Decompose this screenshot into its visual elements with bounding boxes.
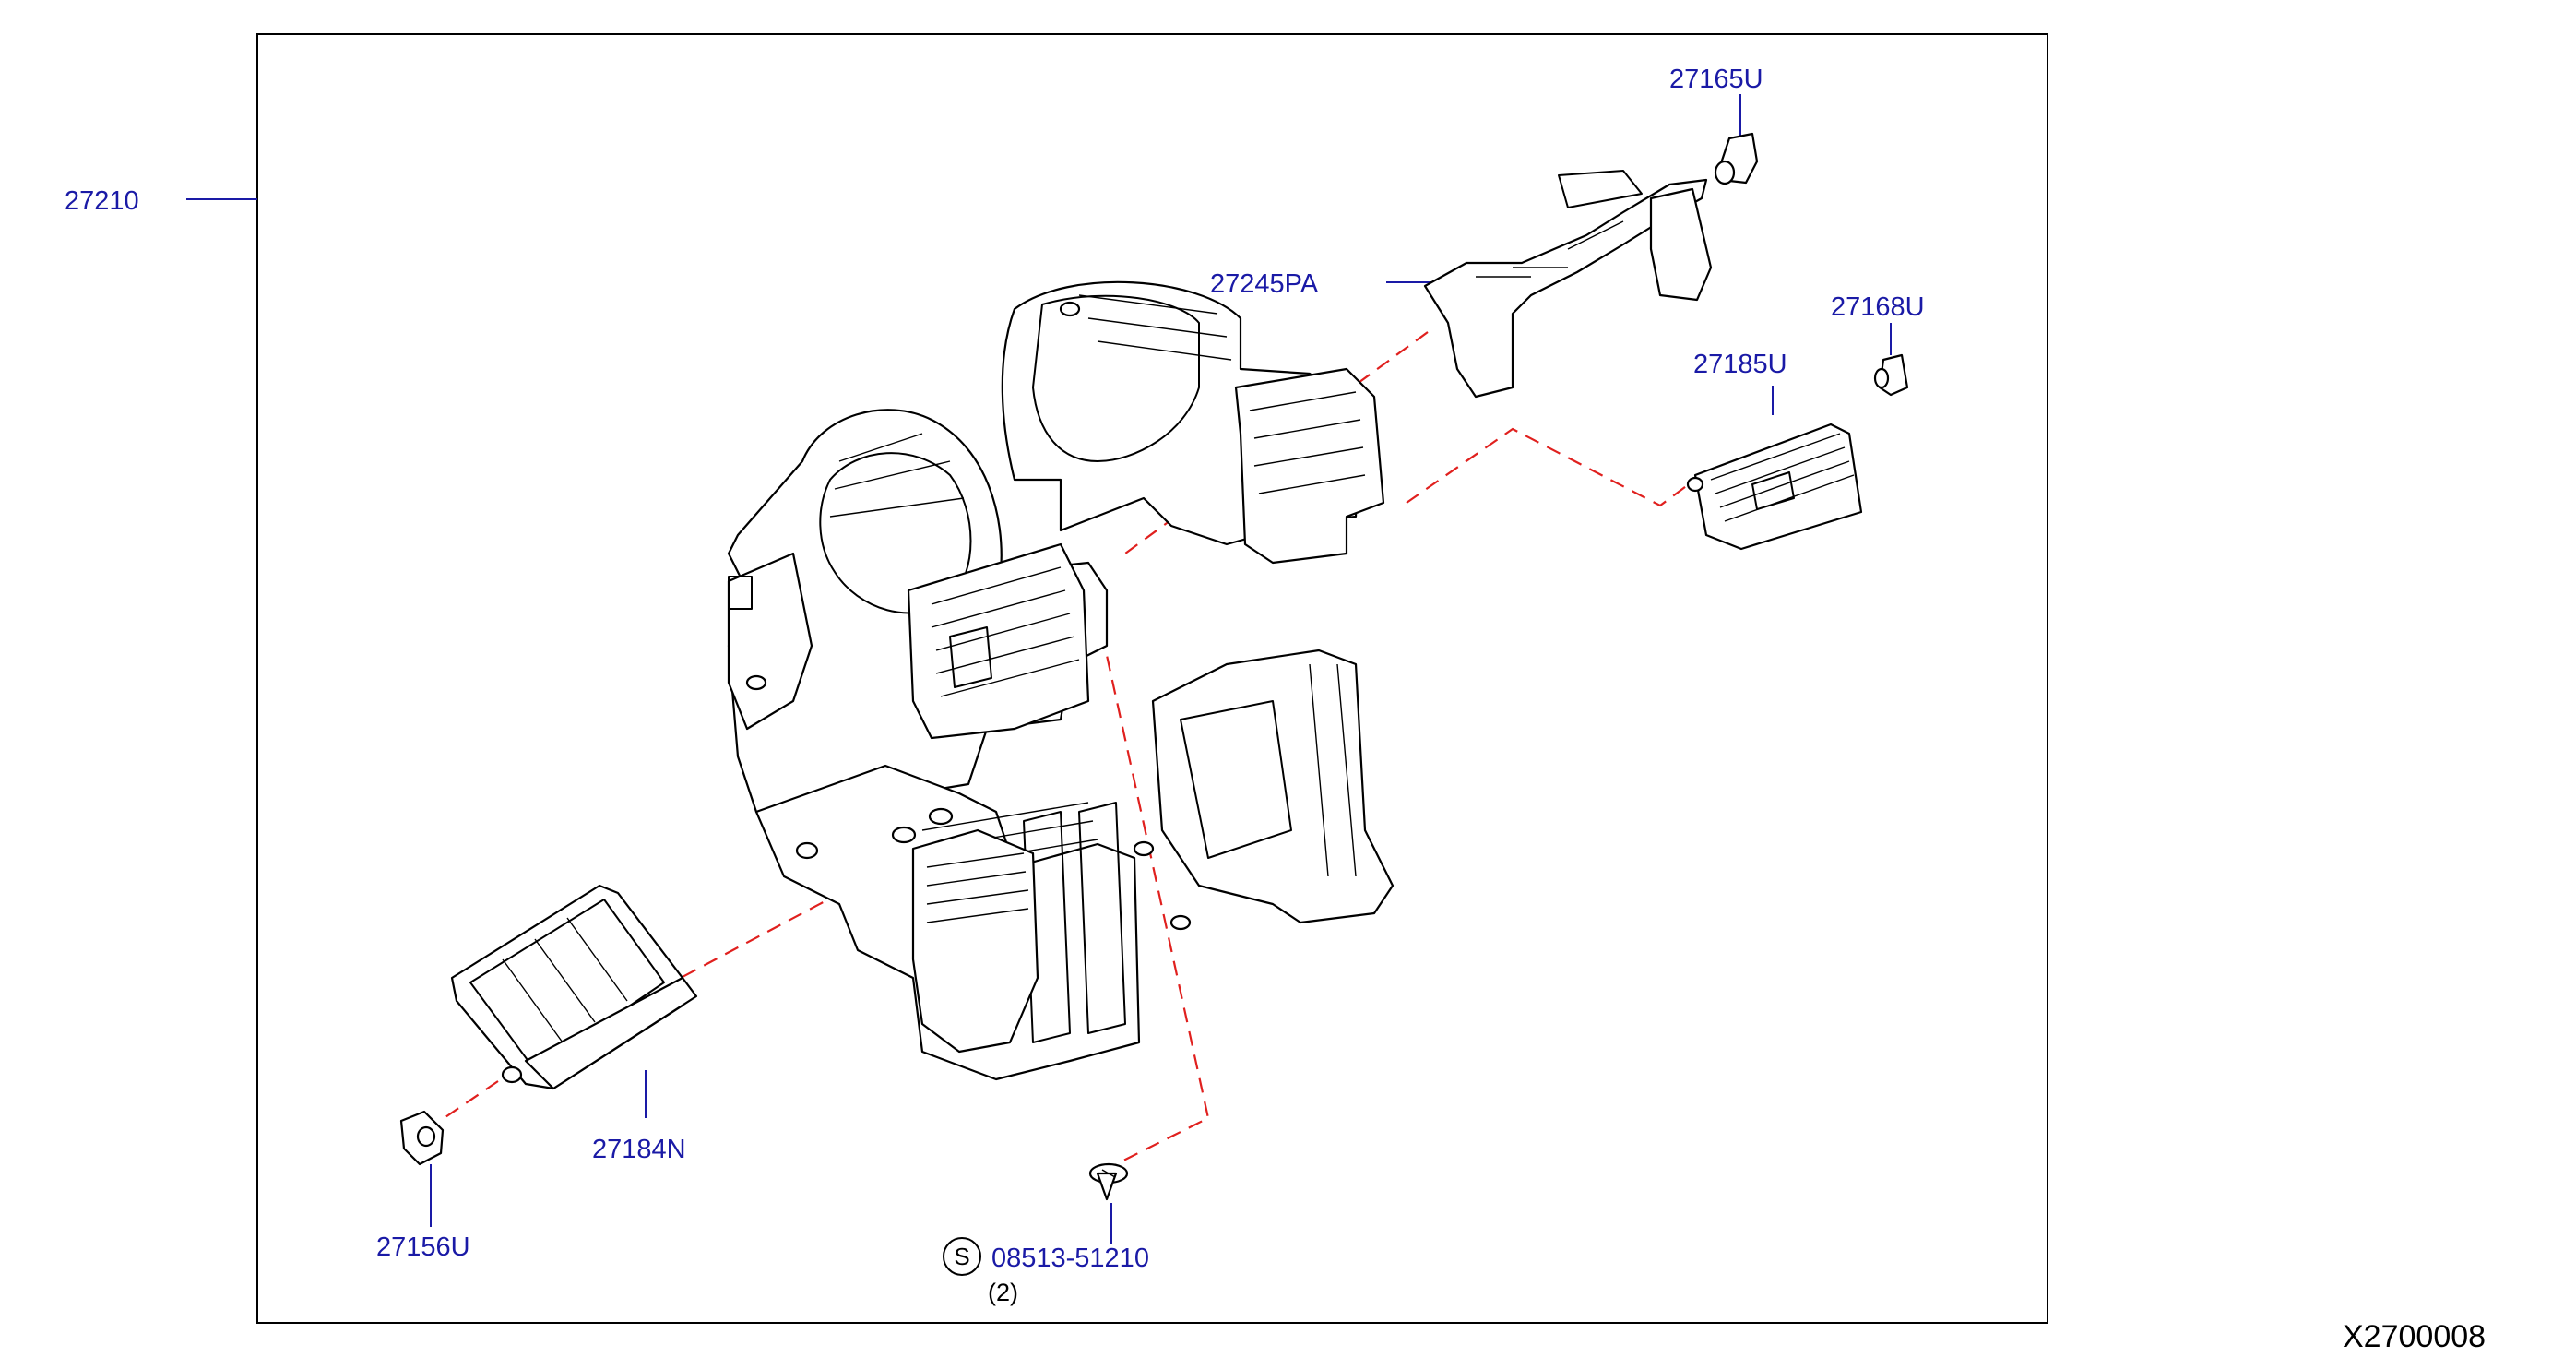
label-screw: 08513-51210 bbox=[991, 1244, 1149, 1273]
label-duct-top: 27245PA bbox=[1210, 269, 1319, 299]
top-duct-illustration bbox=[1423, 170, 1713, 399]
screw-symbol-circle bbox=[943, 1237, 981, 1276]
screw-illustration bbox=[1088, 1162, 1129, 1201]
clip-right-illustration bbox=[1873, 353, 1909, 397]
heater-housing-illustration bbox=[727, 280, 1395, 1081]
label-clip-right: 27168U bbox=[1831, 292, 1925, 322]
diagram-frame bbox=[256, 33, 2048, 1324]
diagram-code: X2700008 bbox=[2343, 1319, 2486, 1354]
core-left-illustration bbox=[450, 884, 698, 1090]
label-core-left: 27184N bbox=[592, 1135, 686, 1164]
label-core-right: 27185U bbox=[1693, 350, 1787, 379]
label-housing: 27210 bbox=[65, 186, 139, 216]
actuator-clip-illustration bbox=[1714, 132, 1759, 185]
clip-left-illustration bbox=[399, 1110, 445, 1166]
screw-symbol: S bbox=[954, 1243, 969, 1270]
core-right-illustration bbox=[1686, 423, 1863, 551]
label-actuator-top: 27165U bbox=[1669, 65, 1763, 94]
leader-lines bbox=[186, 94, 1892, 1244]
screw-quantity: (2) bbox=[988, 1279, 1018, 1306]
label-clip-left: 27156U bbox=[376, 1232, 470, 1262]
